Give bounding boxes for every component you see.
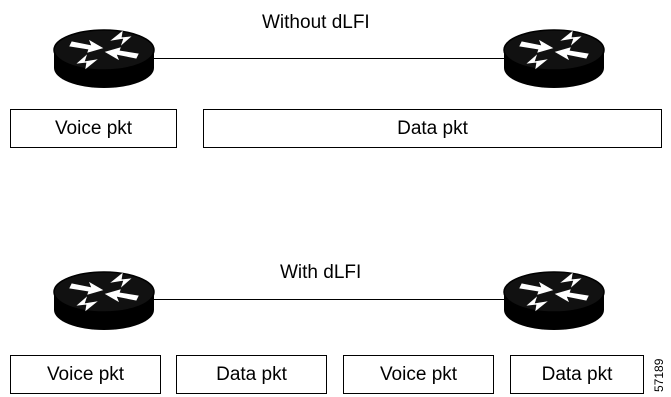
top-link-line [150,58,506,59]
figure-id: 57189 [652,358,666,392]
packet-label: Voice pkt [379,363,458,385]
voice-packet-box: Voice pkt [10,109,177,148]
router-icon [52,270,156,332]
data-packet-box: Data pkt [176,355,327,394]
packet-label: Voice pkt [46,363,125,385]
packet-label: Data pkt [541,363,613,385]
packet-label: Voice pkt [54,117,133,139]
router-icon [502,270,606,332]
packet-label: Data pkt [216,363,287,385]
packet-label: Data pkt [397,117,468,139]
data-packet-box: Data pkt [203,109,662,148]
bottom-title: With dLFI [280,262,362,283]
bottom-link-line [150,299,506,300]
top-title: Without dLFI [262,12,370,33]
router-icon [502,28,606,90]
voice-packet-box: Voice pkt [10,355,161,394]
router-icon [52,28,156,90]
voice-packet-box: Voice pkt [343,355,494,394]
data-packet-box: Data pkt [510,355,644,394]
